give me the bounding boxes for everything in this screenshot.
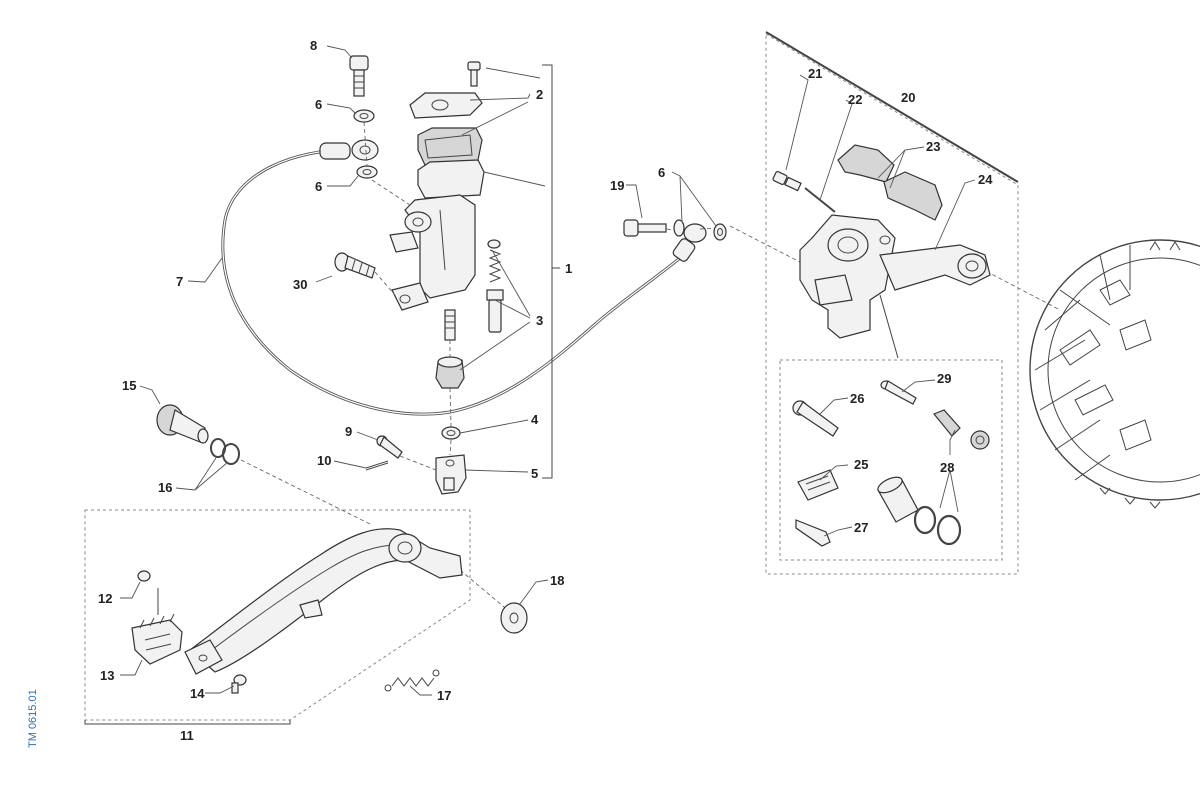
return-spring-17: [384, 669, 440, 692]
callout-22: 22: [848, 92, 862, 107]
pad-spring-25: [797, 469, 839, 501]
caliper-body: [799, 214, 896, 339]
callout-9: 9: [345, 424, 352, 439]
master-cylinder-body: [389, 159, 485, 311]
callout-30: 30: [293, 277, 307, 292]
pedal-footpeg-13: [131, 613, 183, 665]
dust-boot: [435, 356, 465, 389]
callout-16: 16: [158, 480, 172, 495]
callout-2: 2: [536, 87, 543, 102]
clevis-5: [435, 454, 467, 495]
caliper-carrier-24: [879, 244, 991, 291]
pedal-washer-18: [500, 602, 528, 634]
mounting-bolt-30: [334, 252, 376, 279]
o-ring-16b: [222, 443, 240, 465]
callout-7: 7: [176, 274, 183, 289]
copper-washer-lower: [356, 165, 378, 179]
clevis-pin-9: [376, 435, 403, 459]
callout-13: 13: [100, 668, 114, 683]
callout-19: 19: [610, 178, 624, 193]
reservoir-cap: [409, 92, 483, 119]
callout-24: 24: [978, 172, 993, 187]
retaining-clip-27: [795, 519, 831, 547]
callout-6-upper: 6: [315, 97, 322, 112]
pushrod: [444, 309, 456, 341]
callout-21: 21: [808, 66, 822, 81]
callout-12: 12: [98, 591, 112, 606]
pin-21: [772, 170, 802, 192]
banjo-bolt-19: [623, 219, 667, 237]
callout-5: 5: [531, 466, 538, 481]
copper-washer-upper: [353, 109, 375, 123]
callout-3: 3: [536, 313, 543, 328]
reservoir-screw: [467, 61, 481, 87]
copper-washer-6a: [673, 219, 685, 237]
pedal-bolt-14: [231, 674, 247, 694]
callout-28: 28: [940, 460, 954, 475]
callout-18: 18: [550, 573, 564, 588]
callout-25: 25: [854, 457, 868, 472]
callout-26: 26: [850, 391, 864, 406]
copper-washer-6b: [713, 223, 727, 241]
piston-spring: [487, 239, 502, 283]
banjo-bolt-8: [349, 55, 369, 97]
slide-pin-26: [792, 400, 839, 437]
pin-29: [880, 380, 917, 405]
callout-6-caliper: 6: [658, 165, 665, 180]
callout-20: 20: [901, 90, 915, 105]
pedal-pivot-15: [156, 404, 209, 444]
callout-29: 29: [937, 371, 951, 386]
caliper-piston: [877, 476, 919, 523]
reservoir-diaphragm: [417, 127, 483, 166]
assembly-bracket-1: [542, 64, 560, 479]
callout-6-lower: 6: [315, 179, 322, 194]
callout-4: 4: [531, 412, 539, 427]
callout-10: 10: [317, 453, 331, 468]
caliper-kit-box: [779, 359, 1003, 561]
callout-11: 11: [180, 728, 194, 743]
callout-23: 23: [926, 139, 940, 154]
brake-disc: [1029, 239, 1200, 509]
seal-kit-28: [933, 409, 990, 450]
callout-1: 1: [565, 261, 572, 276]
brake-pads-23: [837, 144, 943, 221]
pedal-group-box: [84, 509, 471, 721]
callout-8: 8: [310, 38, 317, 53]
locknut-4: [441, 426, 461, 440]
callout-17: 17: [437, 688, 451, 703]
piston-seal-b: [936, 514, 962, 546]
piston-seal-a: [913, 505, 937, 535]
callout-27: 27: [854, 520, 868, 535]
brake-pedal-lever: [184, 528, 463, 675]
hose-banjo-fitting-caliper: [672, 223, 707, 262]
cotter-pin-10: [365, 460, 389, 471]
drawing-code: TM 0615.01: [27, 689, 39, 748]
footpeg-screw-12: [137, 570, 159, 615]
callout-14: 14: [190, 686, 205, 701]
hose-banjo-fitting: [319, 139, 379, 161]
callout-15: 15: [122, 378, 136, 393]
piston: [486, 289, 504, 333]
